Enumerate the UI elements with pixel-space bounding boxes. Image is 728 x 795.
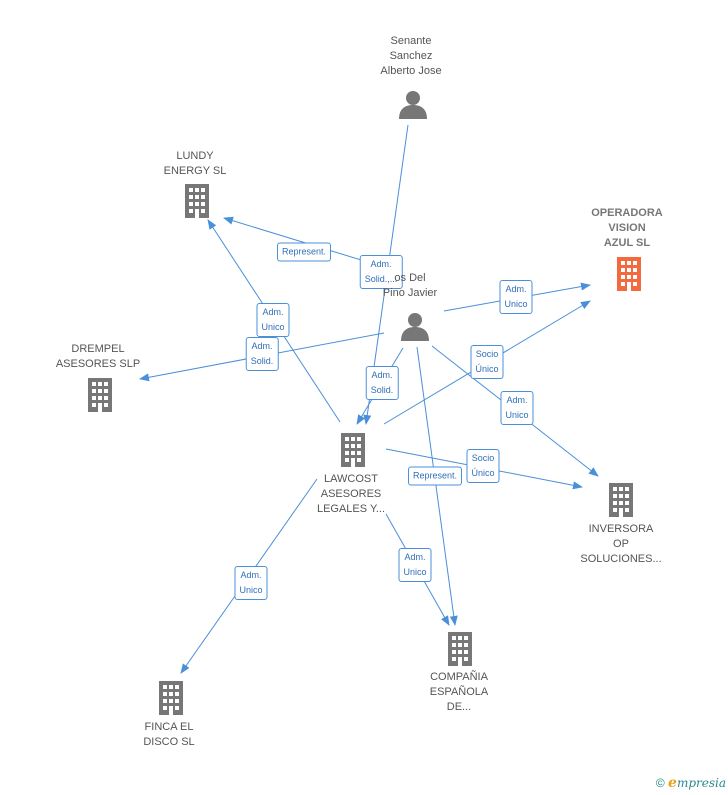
building-icon-lawcost[interactable]	[341, 433, 365, 467]
node-label-inversora[interactable]: INVERSORA OP SOLUCIONES...	[580, 523, 662, 565]
brand-initial: e	[668, 775, 677, 791]
building-icon-drempel[interactable]	[88, 378, 112, 412]
node-label-senante[interactable]: Senante Sanchez Alberto Jose	[380, 35, 442, 77]
brand-logo[interactable]: empresia	[668, 775, 726, 791]
edge-label-center_person-to-lundy[interactable]: Represent.	[276, 242, 332, 262]
building-icon-finca[interactable]	[159, 681, 183, 715]
edge-label-lawcost-to-operadora[interactable]: Socio Único	[470, 345, 504, 379]
edge-label-senante-to-lawcost[interactable]: Adm. Solid.,...	[359, 255, 403, 289]
building-icon-operadora[interactable]	[617, 257, 641, 291]
person-icon-center_person[interactable]	[401, 313, 429, 341]
node-label-center_person[interactable]: os Del Pino Javier	[382, 272, 438, 299]
edge-label-center_person-to-compania[interactable]: Represent.	[407, 466, 463, 486]
node-label-drempel[interactable]: DREMPEL ASESORES SLP	[55, 343, 141, 370]
copyright-symbol: ©	[655, 776, 665, 790]
edge-label-lawcost-to-finca[interactable]: Adm. Unico	[234, 566, 268, 600]
edge-center_person-to-compania	[416, 346, 458, 626]
brand-name: mpresia	[676, 776, 726, 790]
edge-label-center_person-to-lawcost[interactable]: Adm. Solid.	[365, 366, 399, 400]
edge-label-lawcost-to-compania[interactable]: Adm. Unico	[398, 548, 432, 582]
building-icon-inversora[interactable]	[609, 483, 633, 517]
nodes-layer	[88, 91, 641, 715]
footer: © empresia	[656, 775, 726, 791]
edge-label-center_person-to-inversora[interactable]: Adm. Unico	[500, 391, 534, 425]
edge-label-lawcost-to-lundy[interactable]: Adm. Unico	[256, 303, 290, 337]
node-label-finca[interactable]: FINCA EL DISCO SL	[143, 721, 195, 748]
node-label-operadora[interactable]: OPERADORA VISION AZUL SL	[591, 207, 663, 249]
edge-label-center_person-to-operadora[interactable]: Adm. Unico	[499, 280, 533, 314]
person-icon-senante[interactable]	[399, 91, 427, 119]
building-icon-lundy[interactable]	[185, 184, 209, 218]
node-label-compania[interactable]: COMPAÑIA ESPAÑOLA DE...	[429, 671, 489, 713]
edge-label-lawcost-to-inversora[interactable]: Socio Único	[466, 449, 500, 483]
building-icon-compania[interactable]	[448, 632, 472, 666]
node-label-lawcost[interactable]: LAWCOST ASESORES LEGALES Y...	[316, 473, 386, 515]
node-label-lundy[interactable]: LUNDY ENERGY SL	[163, 150, 227, 177]
edge-label-center_person-to-drempel[interactable]: Adm. Solid.	[245, 337, 279, 371]
